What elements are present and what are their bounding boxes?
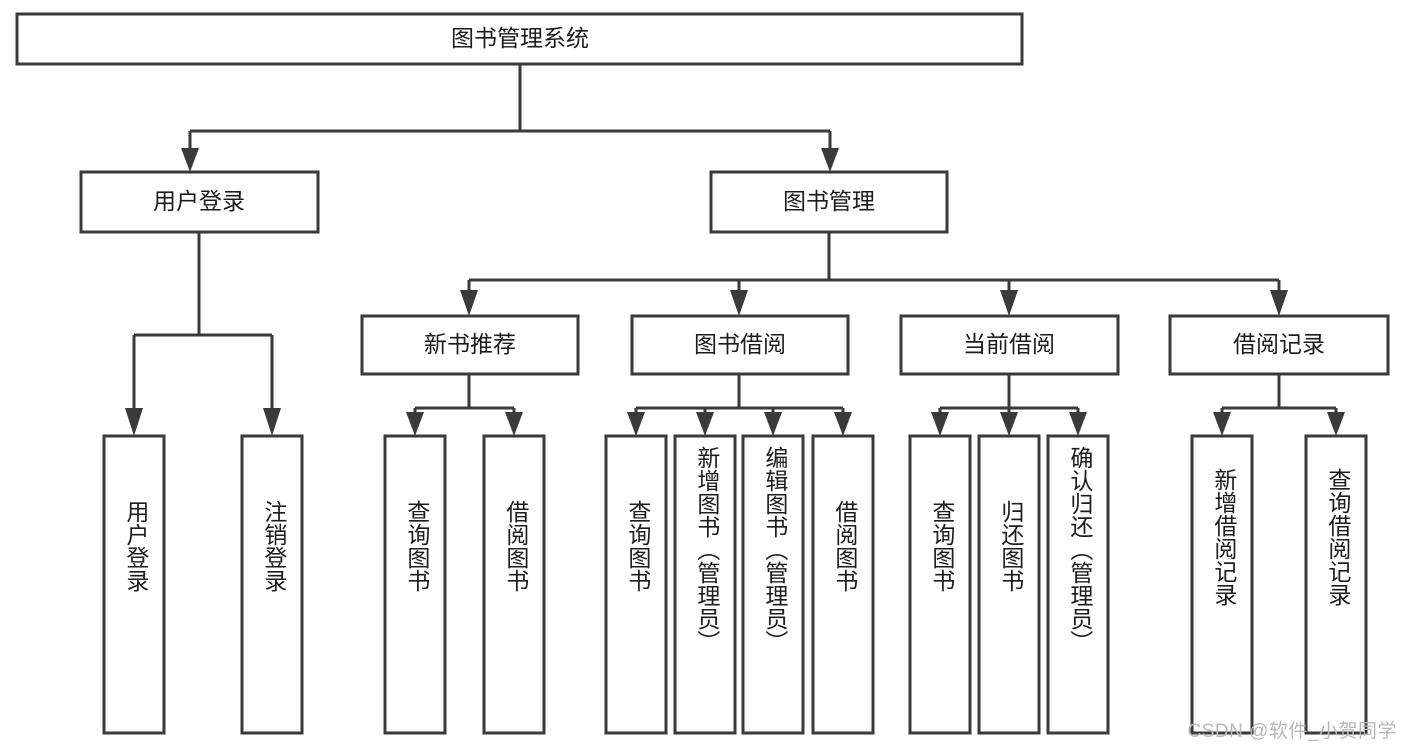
node-book-borrow[interactable]: 图书借阅: [630, 314, 850, 376]
arrowhead-leaf-confirm-return: [1069, 412, 1087, 436]
arrowhead-leaf-borrow-book-1: [505, 412, 523, 436]
node-leaf-edit-book-label: 编辑图书（管理员）: [762, 446, 789, 653]
node-borrow-record[interactable]: 借阅记录: [1168, 314, 1390, 376]
node-leaf-return-book-box[interactable]: [977, 434, 1041, 735]
node-leaf-user-login-box[interactable]: [102, 434, 166, 735]
node-root[interactable]: 图书管理系统: [15, 12, 1024, 66]
node-root-box[interactable]: [15, 12, 1024, 66]
node-leaf-logout-login-label: 注销登录: [261, 500, 288, 592]
node-book-management-label: 图书管理: [783, 188, 875, 214]
node-root-label: 图书管理系统: [451, 25, 589, 51]
node-leaf-query-book-1[interactable]: 查询图书: [383, 434, 447, 735]
node-leaf-edit-book-box[interactable]: [741, 434, 805, 735]
arrowhead-leaf-query-book-1: [406, 412, 424, 436]
arrowhead-current-borrow: [1000, 290, 1018, 316]
node-leaf-return-book[interactable]: 归还图书: [977, 434, 1041, 735]
arrowhead-borrow-record: [1270, 290, 1288, 316]
node-leaf-query-book-2-box[interactable]: [604, 434, 668, 735]
arrowhead-leaf-logout-login: [263, 408, 281, 436]
node-leaf-borrow-book-2-label: 借阅图书: [832, 500, 859, 592]
node-leaf-confirm-return-box[interactable]: [1046, 434, 1110, 735]
node-leaf-add-book-box[interactable]: [673, 434, 737, 735]
arrowhead-leaf-borrow-book-2: [834, 412, 852, 436]
node-leaf-query-record-box[interactable]: [1304, 434, 1368, 735]
node-leaf-borrow-book-1[interactable]: 借阅图书: [482, 434, 546, 735]
node-leaf-add-record-label: 新增借阅记录: [1211, 468, 1238, 606]
node-user-login-label: 用户登录: [153, 188, 245, 214]
arrowhead-leaf-add-record: [1213, 412, 1231, 436]
node-book-management[interactable]: 图书管理: [709, 170, 949, 234]
arrowhead-leaf-query-book-3: [931, 412, 949, 436]
node-book-borrow-box[interactable]: [630, 314, 850, 376]
node-leaf-add-book-label: 新增图书（管理员）: [694, 446, 721, 653]
node-current-borrow[interactable]: 当前借阅: [899, 314, 1120, 376]
node-leaf-borrow-book-1-box[interactable]: [482, 434, 546, 735]
node-leaf-confirm-return-label: 确认归还（管理员）: [1067, 446, 1094, 653]
node-leaf-borrow-book-1-label: 借阅图书: [503, 500, 530, 592]
arrowhead-new-book-recommend: [460, 290, 478, 316]
node-new-book-recommend-box[interactable]: [360, 314, 580, 376]
node-leaf-return-book-label: 归还图书: [998, 500, 1025, 592]
node-leaf-edit-book[interactable]: 编辑图书（管理员）: [741, 434, 805, 735]
node-user-login[interactable]: 用户登录: [79, 170, 320, 234]
node-leaf-add-book[interactable]: 新增图书（管理员）: [673, 434, 737, 735]
node-leaf-logout-login-box[interactable]: [240, 434, 304, 735]
node-leaf-add-record[interactable]: 新增借阅记录: [1190, 434, 1254, 735]
arrowhead-leaf-user-login: [125, 408, 143, 436]
node-leaf-logout-login[interactable]: 注销登录: [240, 434, 304, 735]
node-leaf-query-book-2-label: 查询图书: [625, 500, 652, 592]
node-leaf-query-book-3-label: 查询图书: [929, 500, 956, 592]
arrowhead-leaf-edit-book: [764, 412, 782, 436]
node-new-book-recommend[interactable]: 新书推荐: [360, 314, 580, 376]
arrowhead-user-login: [181, 148, 199, 172]
arrowhead-leaf-query-record: [1327, 412, 1345, 436]
node-new-book-recommend-label: 新书推荐: [424, 331, 516, 357]
node-leaf-borrow-book-2-box[interactable]: [811, 434, 875, 735]
node-leaf-user-login-label: 用户登录: [123, 500, 150, 592]
arrowhead-leaf-query-book-2: [627, 412, 645, 436]
node-leaf-query-record-label: 查询借阅记录: [1325, 468, 1352, 606]
arrowhead-book-management: [821, 148, 839, 172]
node-leaf-user-login[interactable]: 用户登录: [102, 434, 166, 735]
node-current-borrow-label: 当前借阅: [963, 331, 1055, 357]
node-leaf-confirm-return[interactable]: 确认归还（管理员）: [1046, 434, 1110, 735]
node-leaf-query-book-2[interactable]: 查询图书: [604, 434, 668, 735]
arrowhead-book-borrow: [730, 290, 748, 316]
node-borrow-record-label: 借阅记录: [1233, 331, 1325, 357]
node-leaf-borrow-book-2[interactable]: 借阅图书: [811, 434, 875, 735]
node-user-login-box[interactable]: [79, 170, 320, 234]
node-leaf-query-book-3[interactable]: 查询图书: [908, 434, 972, 735]
node-leaf-query-book-1-label: 查询图书: [404, 500, 431, 592]
node-borrow-record-box[interactable]: [1168, 314, 1390, 376]
node-leaf-query-book-3-box[interactable]: [908, 434, 972, 735]
arrowhead-leaf-return-book: [1000, 412, 1018, 436]
connector-layer: [125, 64, 1345, 436]
node-leaf-query-book-1-box[interactable]: [383, 434, 447, 735]
node-leaf-query-record[interactable]: 查询借阅记录: [1304, 434, 1368, 735]
arrowhead-leaf-add-book: [696, 412, 714, 436]
node-leaf-add-record-box[interactable]: [1190, 434, 1254, 735]
node-book-borrow-label: 图书借阅: [694, 331, 786, 357]
node-book-management-box[interactable]: [709, 170, 949, 234]
node-current-borrow-box[interactable]: [899, 314, 1120, 376]
